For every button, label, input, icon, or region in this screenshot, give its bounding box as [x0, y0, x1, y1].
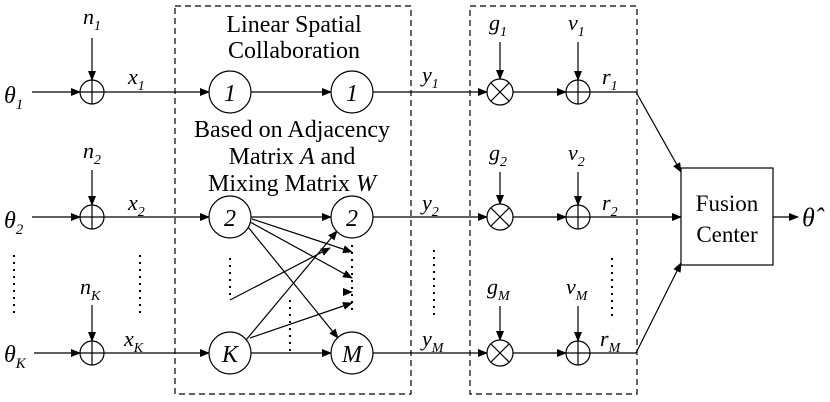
v-1-label: v1	[568, 10, 585, 40]
input-row-k: θK nK xK	[4, 274, 210, 372]
theta-1-label: θ1	[4, 83, 23, 113]
collab-title-line1: Linear Spatial	[226, 12, 362, 38]
output-row-2: y2 g2 v2 r2	[373, 140, 618, 231]
collab-node-1: 1	[330, 70, 374, 114]
r-m-label: rM	[600, 326, 622, 356]
theta-2-label: θ2	[4, 208, 24, 238]
theta-k-label: θK	[4, 342, 27, 372]
sensor-node-2: 2	[208, 195, 252, 239]
g-2-label: g2	[489, 140, 507, 170]
noise-k-label: nK	[80, 274, 101, 304]
x-2-label: x2	[127, 190, 145, 220]
multiplier-m-icon	[486, 339, 514, 367]
output-row-m: yM gM vM rM	[373, 274, 622, 367]
adjacency-title-line1: Based on Adjacency	[194, 117, 390, 143]
svg-text:1: 1	[224, 81, 236, 107]
y-2-label: y2	[420, 190, 439, 220]
fusion-center-label-line2: Center	[696, 222, 758, 247]
input-row-2: θ2 n2 x2	[4, 138, 210, 238]
svg-text:K: K	[221, 342, 240, 368]
sensor-node-1: 1	[208, 70, 252, 114]
y-m-label: yM	[420, 326, 445, 356]
r-2-label: r2	[602, 190, 618, 220]
fusion-center-label-line1: Fusion	[696, 191, 759, 216]
x-1-label: x1	[127, 64, 145, 94]
adder-1-icon	[79, 79, 105, 105]
adder-2-icon	[79, 204, 105, 230]
adjacency-title-line3: Mixing Matrix W	[208, 171, 378, 197]
multiplier-1-icon	[486, 78, 514, 106]
collab-node-2: 2	[330, 195, 374, 239]
x-k-label: xK	[123, 326, 144, 356]
v-2-label: v2	[568, 140, 585, 170]
collab-node-m: M	[330, 331, 374, 375]
g-1-label: g1	[489, 10, 507, 40]
output-channel-dashed-box	[469, 5, 638, 395]
svg-text:2: 2	[224, 206, 236, 232]
svg-text:1: 1	[346, 81, 358, 107]
collaboration-dashed-box	[174, 5, 412, 395]
v-m-label: vM	[566, 274, 589, 304]
adder-k-icon	[79, 340, 105, 366]
fusion-center-box: Fusion Center	[680, 167, 774, 266]
sensor-node-k: K	[208, 331, 252, 375]
output-row-1: y1 g1 v1 r1	[373, 10, 618, 106]
input-row-1: θ1 n1 x1	[4, 4, 210, 113]
collab-title-line2: Collaboration	[228, 38, 360, 64]
svg-text:2: 2	[346, 206, 358, 232]
adder-out-2-icon	[565, 204, 591, 230]
noise-1-label: n1	[83, 4, 101, 34]
y-1-label: y1	[420, 62, 439, 92]
multiplier-2-icon	[486, 203, 514, 231]
g-m-label: gM	[487, 274, 511, 304]
noise-2-label: n2	[83, 138, 101, 168]
r-1-label: r1	[602, 64, 618, 94]
adder-out-1-icon	[565, 79, 591, 105]
adjacency-title-line2: Matrix A and	[229, 144, 356, 170]
adder-out-m-icon	[565, 340, 591, 366]
theta-hat-label: θ̂	[802, 203, 825, 232]
svg-text:M: M	[341, 342, 364, 368]
